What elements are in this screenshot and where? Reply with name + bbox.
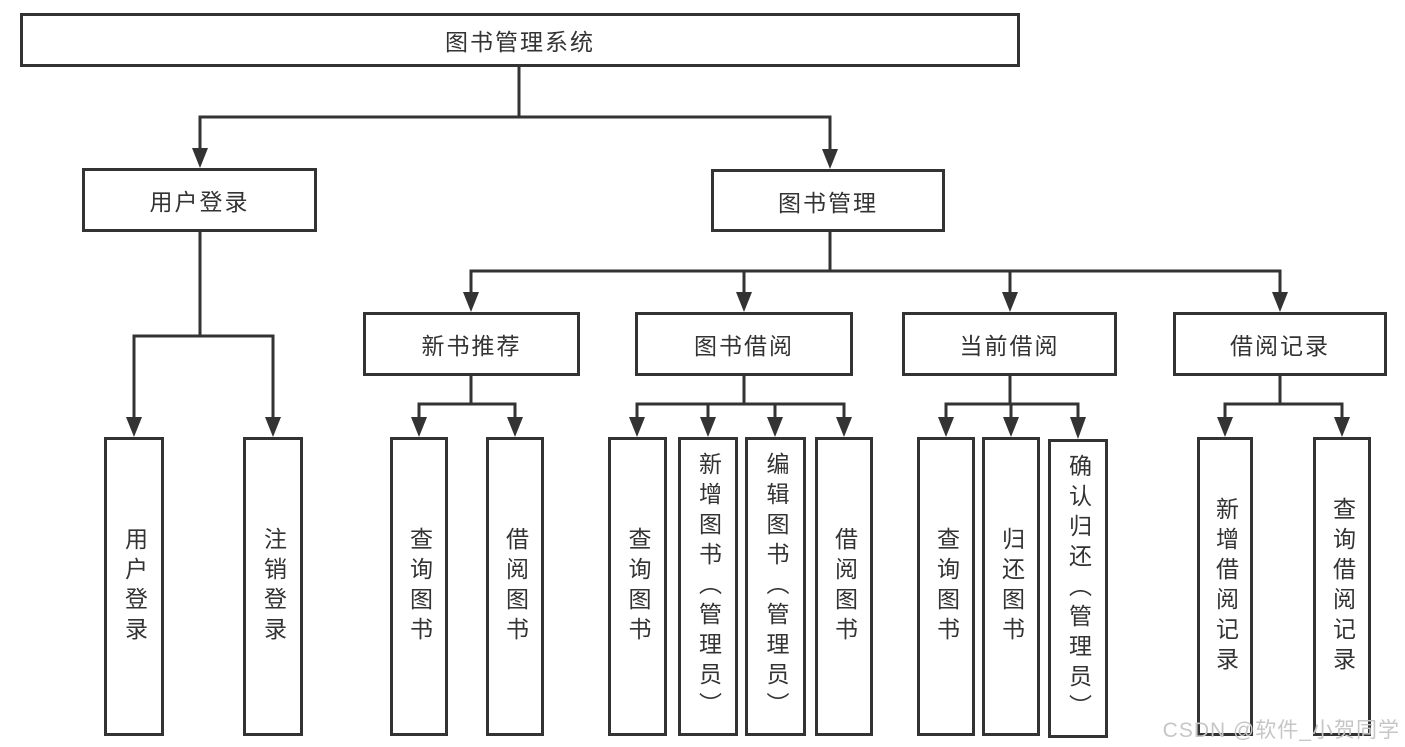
leaf-borrowing-query: 查询图书 bbox=[608, 437, 667, 736]
node-user-login: 用户登录 bbox=[82, 168, 317, 232]
arrowhead-records bbox=[1272, 292, 1288, 312]
node-book-mgmt: 图书管理 bbox=[711, 169, 945, 232]
leaf-current-query: 查询图书 bbox=[917, 437, 975, 736]
connector-root-to-level2 bbox=[192, 65, 838, 169]
leaf-borrowing-query-label: 查询图书 bbox=[625, 526, 651, 647]
csdn-watermark: CSDN @软件_小贺同学 bbox=[1162, 719, 1400, 742]
leaf-borrowing-edit-admin: 编辑图书（管理员） bbox=[745, 437, 806, 736]
node-current-borrow-label: 当前借阅 bbox=[959, 333, 1060, 359]
connector-borrowing-to-leaves bbox=[629, 374, 852, 437]
leaf-user-login: 用户登录 bbox=[104, 437, 164, 736]
leaf-current-confirm-admin: 确认归还（管理员） bbox=[1048, 439, 1108, 738]
leaf-logout: 注销登录 bbox=[243, 437, 303, 736]
arrowhead-user-login bbox=[192, 148, 208, 168]
connector-records-to-leaves bbox=[1217, 374, 1350, 437]
arrowhead-borrowing bbox=[736, 292, 752, 312]
node-root-system: 图书管理系统 bbox=[20, 13, 1020, 67]
arrowhead-new-books bbox=[463, 292, 479, 312]
node-current-borrow: 当前借阅 bbox=[902, 312, 1117, 376]
arrowhead-current bbox=[1002, 292, 1018, 312]
node-new-books-label: 新书推荐 bbox=[421, 333, 522, 359]
arrowhead-leaf-login bbox=[126, 417, 142, 437]
node-borrowing: 图书借阅 bbox=[635, 312, 853, 376]
leaf-borrowing-edit-admin-label: 编辑图书（管理员） bbox=[763, 451, 789, 722]
leaf-records-query-label: 查询借阅记录 bbox=[1329, 496, 1356, 677]
node-borrowing-label: 图书借阅 bbox=[694, 333, 794, 359]
leaf-borrowing-borrow: 借阅图书 bbox=[815, 437, 873, 736]
leaf-records-add: 新增借阅记录 bbox=[1197, 437, 1253, 736]
leaf-records-query: 查询借阅记录 bbox=[1313, 437, 1371, 736]
leaf-newbooks-query: 查询图书 bbox=[390, 437, 448, 736]
leaf-records-add-label: 新增借阅记录 bbox=[1212, 496, 1239, 677]
node-borrow-records: 借阅记录 bbox=[1173, 312, 1387, 376]
node-borrow-records-label: 借阅记录 bbox=[1230, 333, 1330, 359]
leaf-newbooks-borrow: 借阅图书 bbox=[486, 437, 544, 736]
leaf-current-return: 归还图书 bbox=[982, 437, 1040, 736]
arrowhead-book-mgmt bbox=[822, 149, 838, 169]
leaf-current-confirm-admin-label: 确认归还（管理员） bbox=[1065, 453, 1092, 724]
node-book-mgmt-label: 图书管理 bbox=[778, 189, 878, 216]
node-new-books: 新书推荐 bbox=[363, 312, 580, 376]
leaf-newbooks-borrow-label: 借阅图书 bbox=[502, 526, 529, 647]
leaf-current-return-label: 归还图书 bbox=[998, 526, 1025, 647]
leaf-borrowing-add-admin: 新增图书（管理员） bbox=[678, 437, 738, 736]
connector-user-login-to-leaves bbox=[126, 230, 281, 437]
node-root-label: 图书管理系统 bbox=[445, 29, 595, 55]
arrowhead-leaf-logout bbox=[265, 417, 281, 437]
leaf-user-login-label: 用户登录 bbox=[121, 526, 148, 647]
leaf-current-query-label: 查询图书 bbox=[933, 526, 960, 647]
connector-new-books-to-leaves bbox=[411, 374, 523, 437]
leaf-borrowing-add-admin-label: 新增图书（管理员） bbox=[695, 451, 722, 722]
leaf-borrowing-borrow-label: 借阅图书 bbox=[831, 526, 858, 647]
leaf-newbooks-query-label: 查询图书 bbox=[406, 526, 433, 647]
connector-book-mgmt-to-level3 bbox=[463, 230, 1288, 312]
connector-current-to-leaves bbox=[938, 374, 1086, 439]
leaf-logout-label: 注销登录 bbox=[260, 526, 287, 647]
node-user-login-label: 用户登录 bbox=[149, 189, 250, 215]
